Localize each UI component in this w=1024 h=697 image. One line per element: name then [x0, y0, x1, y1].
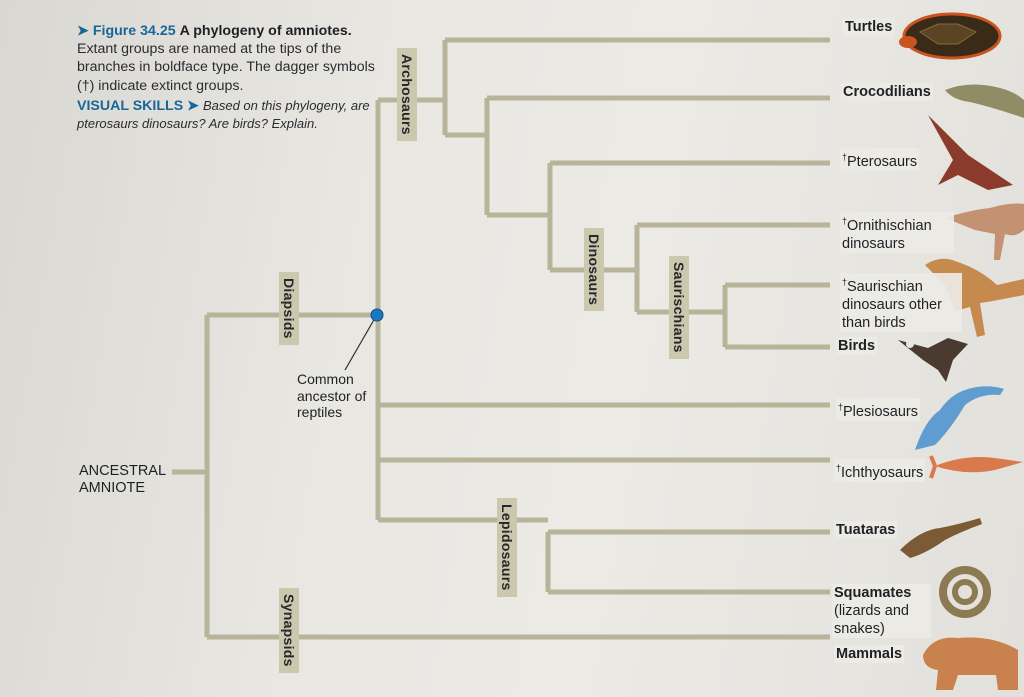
tip-pterosaurs: Pterosaurs [847, 153, 918, 170]
dagger-symbol: † [838, 402, 844, 412]
dagger-symbol: † [842, 277, 848, 287]
visual-skills-question: Based on this phylogeny, are pterosaurs … [77, 97, 370, 132]
figure-caption: ➤ Figure 34.25 A phylogeny of amniotes. … [77, 22, 377, 133]
tip-turtles: Turtles [843, 18, 895, 36]
tip-squamates: Squamates(lizards and snakes) [832, 584, 931, 638]
clade-label-archosaurs: Archosaurs [397, 48, 417, 141]
tip-birds: Birds [836, 337, 878, 355]
tip-ornithischian: Ornithischian dinosaurs [842, 217, 932, 252]
tuatara-icon [900, 518, 982, 558]
caption-arrow-icon: ➤ [77, 23, 89, 39]
tip-tuataras: Tuataras [834, 521, 898, 539]
dagger-symbol: † [842, 216, 848, 226]
ichthyosaur-icon [929, 455, 1023, 479]
snake-icon [939, 566, 991, 618]
clade-label-dinosaurs: Dinosaurs [584, 228, 604, 312]
tip-crocodilians: Crocodilians [841, 83, 933, 101]
tip-squamates-text: Squamates(lizards and snakes) [834, 585, 912, 637]
tip-plesiosaurs-row: †Plesiosaurs [836, 398, 920, 421]
common-ancestor-node [370, 308, 384, 322]
tip-saurischian: Saurischian dinosaurs other than birds [842, 278, 942, 331]
visual-skills-label: VISUAL SKILLS ➤ [77, 97, 199, 114]
tip-mammals: Mammals [834, 645, 905, 663]
dagger-symbol: † [836, 463, 842, 473]
tip-plesiosaurs: Plesiosaurs [843, 403, 918, 420]
tip-ichthyosaurs-row: †Ichthyosaurs [834, 459, 926, 482]
turtle-icon [899, 12, 1002, 60]
dagger-symbol: † [842, 152, 848, 162]
common-ancestor-callout: Common ancestor of reptiles [297, 371, 367, 420]
tip-ornithischian-row: †Ornithischian dinosaurs [840, 212, 954, 253]
clade-label-saurischians: Saurischians [669, 256, 689, 359]
figure-title: A phylogeny of amniotes. [179, 23, 352, 39]
figure-number: Figure 34.25 [92, 23, 176, 39]
plesiosaur-icon [915, 386, 1004, 450]
clade-label-lepidosaurs: Lepidosaurs [497, 498, 517, 597]
bird-icon [898, 338, 968, 382]
ornithischian-icon [945, 203, 1024, 260]
clade-label-diapsids: Diapsids [279, 272, 299, 345]
caption-body: Extant groups are named at the tips of t… [77, 41, 375, 94]
callout-pointer [344, 317, 376, 371]
tip-ichthyosaurs: Ichthyosaurs [841, 464, 924, 481]
tip-pterosaurs-row: †Pterosaurs [840, 148, 920, 171]
root-label: ANCESTRAL AMNIOTE [79, 463, 166, 496]
clade-label-synapsids: Synapsids [279, 588, 299, 673]
pterosaur-icon [928, 115, 1013, 190]
crocodile-icon [945, 84, 1024, 118]
mammal-icon [923, 637, 1018, 690]
tip-saurischian-row: †Saurischian dinosaurs other than birds [840, 273, 962, 332]
